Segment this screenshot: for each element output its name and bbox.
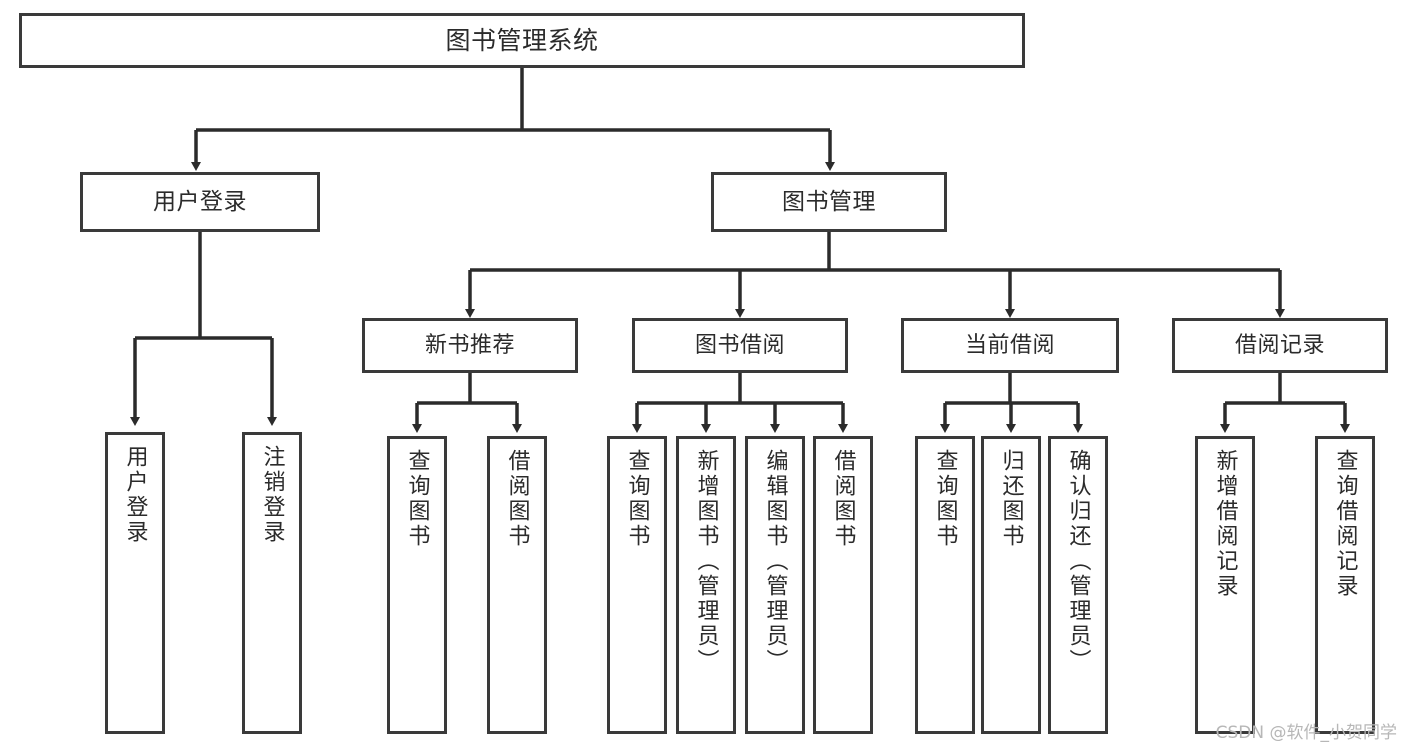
watermark: CSDN @软件_小贺同学 [1215, 723, 1397, 743]
node-leaf-query-book-3-label: 查询图书 [932, 449, 958, 549]
node-leaf-logout-login[interactable]: 注销登录 [242, 432, 302, 734]
node-current-borrow-label: 当前借阅 [964, 332, 1055, 358]
node-leaf-query-record[interactable]: 查询借阅记录 [1315, 436, 1375, 734]
node-leaf-add-book-label: 新增图书（管理员） [693, 449, 719, 674]
node-root-label: 图书管理系统 [445, 26, 599, 55]
node-leaf-return-book-label: 归还图书 [998, 449, 1024, 549]
node-new-book-recommend[interactable]: 新书推荐 [362, 318, 578, 373]
node-leaf-borrow-book-1-label: 借阅图书 [504, 449, 530, 549]
node-leaf-confirm-return-label: 确认归还（管理员） [1065, 449, 1091, 674]
node-leaf-add-record-label: 新增借阅记录 [1212, 449, 1238, 599]
node-current-borrow[interactable]: 当前借阅 [901, 318, 1119, 373]
node-borrow-record-label: 借阅记录 [1234, 332, 1325, 358]
node-leaf-return-book[interactable]: 归还图书 [981, 436, 1041, 734]
node-leaf-query-book-1-label: 查询图书 [404, 449, 430, 549]
node-leaf-edit-book[interactable]: 编辑图书（管理员） [745, 436, 805, 734]
node-book-borrow-label: 图书借阅 [694, 332, 785, 358]
node-leaf-query-record-label: 查询借阅记录 [1332, 449, 1358, 599]
node-borrow-record[interactable]: 借阅记录 [1172, 318, 1388, 373]
node-leaf-add-record[interactable]: 新增借阅记录 [1195, 436, 1255, 734]
node-leaf-borrow-book-2[interactable]: 借阅图书 [813, 436, 873, 734]
node-leaf-user-login-label: 用户登录 [122, 445, 148, 545]
node-leaf-borrow-book-2-label: 借阅图书 [830, 449, 856, 549]
node-leaf-query-book-3[interactable]: 查询图书 [915, 436, 975, 734]
node-leaf-edit-book-label: 编辑图书（管理员） [762, 449, 788, 674]
node-leaf-confirm-return[interactable]: 确认归还（管理员） [1048, 436, 1108, 734]
node-book-manage-label: 图书管理 [782, 188, 876, 215]
node-leaf-query-book-2-label: 查询图书 [624, 449, 650, 549]
node-new-book-recommend-label: 新书推荐 [424, 332, 515, 358]
node-leaf-query-book-2[interactable]: 查询图书 [607, 436, 667, 734]
node-book-borrow[interactable]: 图书借阅 [632, 318, 848, 373]
node-root[interactable]: 图书管理系统 [19, 13, 1025, 68]
node-leaf-user-login[interactable]: 用户登录 [105, 432, 165, 734]
node-book-manage[interactable]: 图书管理 [711, 172, 947, 232]
node-leaf-query-book-1[interactable]: 查询图书 [387, 436, 447, 734]
node-user-login[interactable]: 用户登录 [80, 172, 320, 232]
node-leaf-logout-login-label: 注销登录 [259, 445, 285, 545]
node-leaf-borrow-book-1[interactable]: 借阅图书 [487, 436, 547, 734]
node-leaf-add-book[interactable]: 新增图书（管理员） [676, 436, 736, 734]
node-user-login-label: 用户登录 [153, 188, 247, 215]
